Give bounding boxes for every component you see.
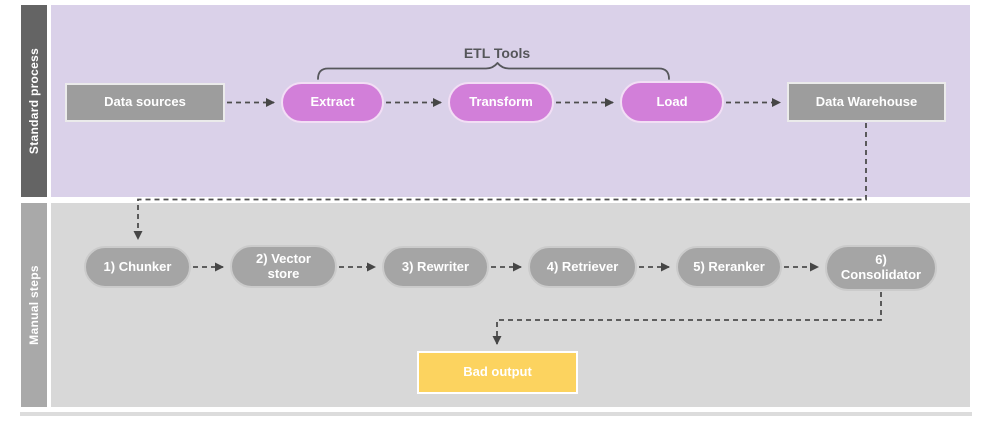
lane-bar-standard-process: Standard process — [21, 5, 47, 197]
node-bad-output: Bad output — [417, 351, 578, 394]
node-reranker: 5) Reranker — [676, 246, 782, 288]
etl-tools-label: ETL Tools — [463, 45, 531, 61]
node-consolidator: 6) Consolidator — [825, 245, 937, 291]
lane-label-manual-steps: Manual steps — [27, 265, 41, 345]
node-chunker: 1) Chunker — [84, 246, 191, 288]
node-extract: Extract — [281, 82, 384, 123]
page-divider-line — [20, 412, 972, 416]
node-load: Load — [620, 81, 724, 123]
node-rewriter: 3) Rewriter — [382, 246, 489, 288]
node-vector-store: 2) Vector store — [230, 245, 337, 288]
lane-bar-manual-steps: Manual steps — [21, 203, 47, 407]
node-data-warehouse: Data Warehouse — [787, 82, 946, 122]
node-retriever: 4) Retriever — [528, 246, 637, 288]
node-transform: Transform — [448, 82, 554, 123]
lane-label-standard-process: Standard process — [27, 47, 41, 155]
node-data-sources: Data sources — [65, 83, 225, 122]
